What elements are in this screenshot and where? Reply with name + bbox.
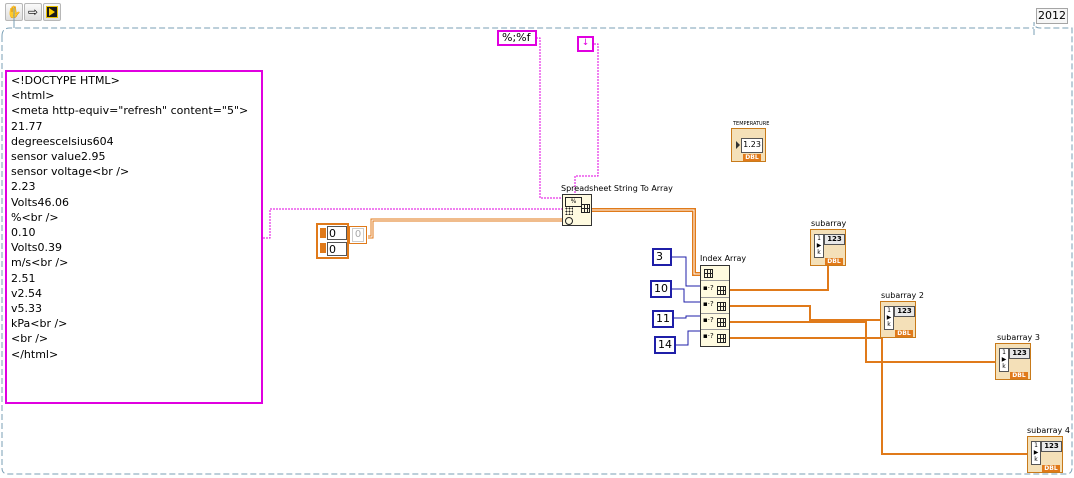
subarray4-indicator[interactable]: 1▶k 123 DBL [1027,436,1063,473]
subarray-value: 123 [824,234,845,245]
subarray4-index-icon: 1▶k [1031,441,1041,465]
html-constant-line: <!DOCTYPE HTML> [11,74,120,87]
html-constant-line: Volts46.06 [11,195,69,209]
temperature-type: DBL [743,154,761,161]
array-index-1[interactable]: 0 [327,242,347,256]
html-constant-line: 2.23 [11,180,36,194]
element-out-3-icon [717,318,726,327]
format-string-constant[interactable]: %;%f [497,30,537,46]
dots-icon [565,207,573,215]
html-constant-line: sensor value2.95 [11,150,106,164]
html-string-constant[interactable]: <!DOCTYPE HTML> <html><meta http-equiv="r… [5,70,263,404]
html-constant-line: degreescelsius604 [11,134,114,148]
array-index-0[interactable]: 0 [327,226,347,240]
subarray-indicator[interactable]: 1▶k 123 DBL [810,229,846,266]
html-constant-line: 2.51 [11,271,36,285]
subarray2-index-icon: 1▶k [884,306,894,330]
labview-icon [46,6,58,18]
subarray-type: DBL [825,258,843,265]
subarray2-indicator[interactable]: 1▶k 123 DBL [880,301,916,338]
input-array-icon [704,269,713,278]
html-constant-line: Volts0.39 [11,241,62,255]
index-terminal-1-icon: ▪·? [703,284,714,292]
index-constant-14[interactable]: 14 [654,336,676,354]
html-constant-line: m/s<br /> [11,256,69,270]
html-constant-line: </html> [11,347,59,361]
string-wire-delimiter[interactable] [574,43,599,195]
array-element[interactable]: 0 [349,226,367,244]
output-array-icon [581,204,590,213]
temperature-indicator[interactable]: 1.23 DBL [731,128,766,162]
dbl-2d-array-wire[interactable] [592,208,700,276]
html-constant-line: <br /> [11,332,49,346]
delimiter-constant[interactable]: \n ↓ [577,36,594,52]
subarray4-label: subarray 4 [1027,426,1070,435]
index-array-node[interactable]: ▪·? ▪·? ▪·? ▪·? [700,265,730,347]
element-out-4-icon [717,334,726,343]
html-constant-line: <meta http-equiv="refresh" content="5"> [11,104,249,118]
index-array-label: Index Array [700,254,747,263]
string-wire-html[interactable] [263,208,562,239]
index-wire-14[interactable] [674,330,700,346]
temperature-label: TEMPERATURE [733,121,770,127]
format-string-text: %;%f [502,31,531,44]
element-out-1-icon [717,286,726,295]
index-terminal-2-icon: ▪·? [703,300,714,308]
subarray4-wire[interactable] [730,337,1028,455]
newline-icon: ↓ [581,38,590,48]
arrow-right-icon: ⇨ [27,5,39,19]
index-constant-11[interactable]: 11 [652,310,674,328]
index-constant-10[interactable]: 10 [650,280,672,298]
html-constant-line: 21.77 [11,119,43,133]
subarray3-type: DBL [1010,372,1028,379]
eol-icon [565,217,573,225]
spreadsheet-node-label: Spreadsheet String To Array [561,184,673,193]
spreadsheet-string-to-array-node[interactable]: % [562,194,592,226]
subarray2-wire[interactable] [730,305,882,321]
index-constant-3[interactable]: 3 [652,248,672,266]
subarray3-wire[interactable] [730,321,996,363]
html-constant-line: kPa<br /> [11,317,68,331]
subarray4-type: DBL [1042,465,1060,472]
html-constant-line: v2.54 [11,286,43,300]
index-wire-3[interactable] [666,256,700,287]
index-terminal-4-icon: ▪·? [703,332,714,340]
subarray3-indicator[interactable]: 1▶k 123 DBL [995,343,1031,380]
index-wire-11[interactable] [672,315,700,319]
subarray-label: subarray [811,219,847,228]
html-constant-line: sensor voltage<br /> [11,165,130,179]
array-element-value: 0 [352,228,364,242]
array-type-constant[interactable]: 0 0 [316,223,349,259]
subarray2-value: 123 [894,306,915,317]
index-terminal-3-icon: ▪·? [703,316,714,324]
subarray3-label: subarray 3 [997,333,1040,342]
format-glyph-icon: % [565,197,582,207]
string-wire-format[interactable] [536,37,562,199]
index-wire-10[interactable] [666,288,700,303]
dbl-array-wire-type[interactable] [368,218,562,239]
subarray3-value: 123 [1009,348,1030,359]
html-constant-line: v5.33 [11,302,43,316]
subarray2-type: DBL [895,330,913,337]
indicator-arrow-icon [736,141,740,149]
subarray2-label: subarray 2 [881,291,924,300]
html-constant-line: 0.10 [11,226,36,240]
version-label: 2012 [1036,8,1068,24]
diagram-frame [1,21,1073,475]
labview-tool-button[interactable] [43,3,61,21]
element-out-2-icon [717,302,726,311]
subarray3-index-icon: 1▶k [999,348,1009,372]
subarray4-value: 123 [1041,441,1062,452]
temperature-value: 1.23 [741,138,763,153]
html-constant-line: %<br /> [11,210,59,224]
subarray-index-icon: 1▶k [814,234,824,258]
html-constant-line: <html> [11,89,55,103]
run-tool-button[interactable]: ⇨ [24,3,42,21]
